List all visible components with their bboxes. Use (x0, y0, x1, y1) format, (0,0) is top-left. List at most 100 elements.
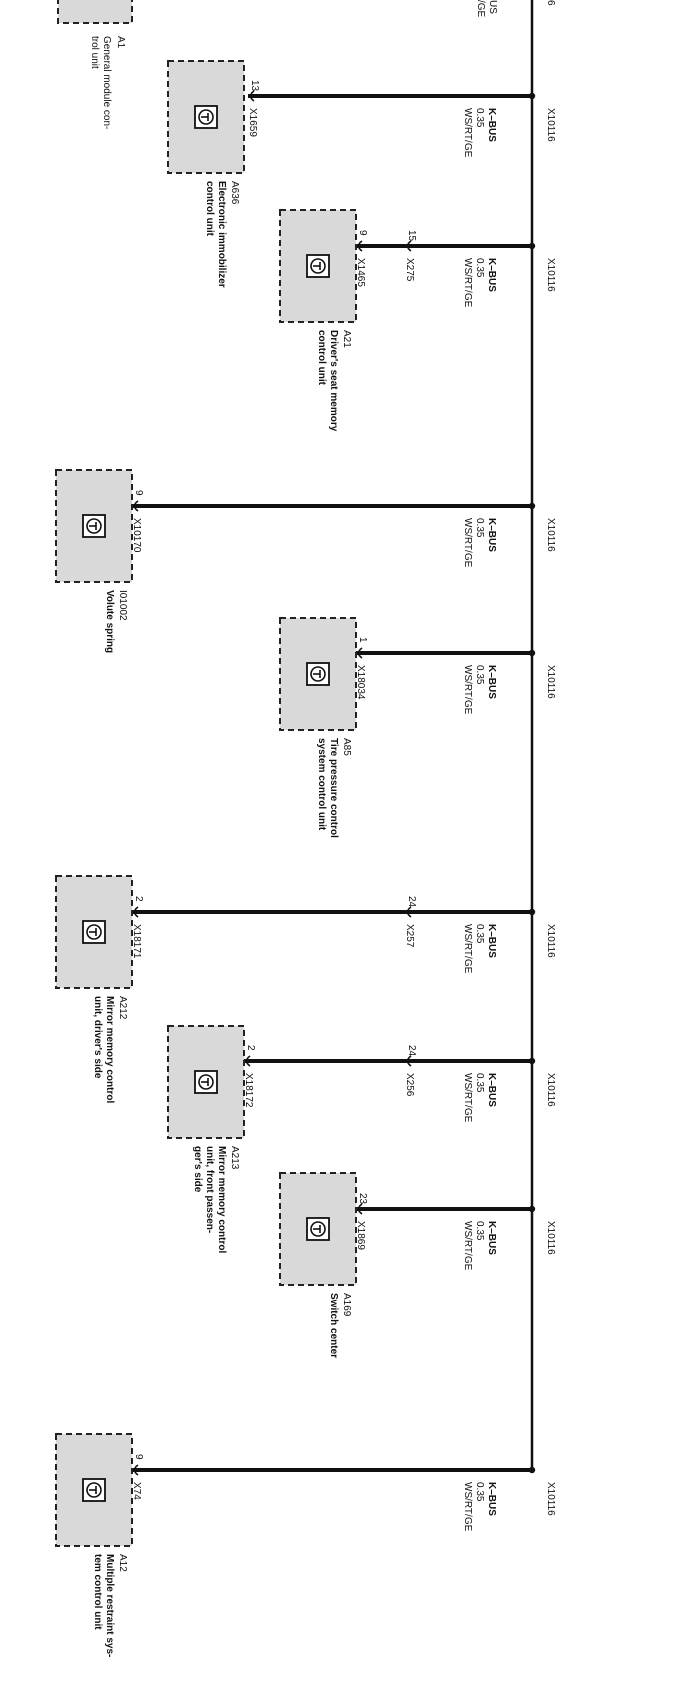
bus-row-3: X10116K–BUS0.35WS/RT/GE9X10170I01002Volu… (55, 469, 556, 653)
connector-main-label: X10116 (545, 1073, 556, 1107)
wire-color-label: WS/RT/GE (462, 1073, 473, 1123)
wire-gauge-label: 0.35 (474, 518, 485, 538)
bus-name-label: K–BUS (486, 1221, 497, 1255)
module-name-line: Volute spring (104, 590, 115, 653)
module-name-line: ger's side (192, 1146, 203, 1193)
module-pin-label: 9 (357, 230, 368, 236)
module-pin-label: 1 (357, 637, 368, 643)
bus-name-label: K–BUS (486, 108, 497, 142)
connector-main-label: X10116 (545, 665, 556, 699)
module-connector-label: X1869 (355, 1221, 366, 1250)
intermediate-connector-label: X275 (404, 258, 415, 282)
module-name-line: Multiple restraint sys- (104, 1554, 115, 1657)
module-name-line: Electronic immobilizer (216, 181, 227, 288)
connector-main-label: X10116 (545, 518, 556, 552)
module-name-line: system control unit (316, 738, 327, 831)
wire-gauge-label: 0.35 (474, 1073, 485, 1093)
connector-main-label: X10116 (545, 924, 556, 958)
module-splice (357, 1203, 363, 1215)
bus-name-label: K–BUS (486, 1073, 497, 1107)
ecu-icon-circle (86, 924, 102, 940)
rows-layer: X10116K–BUS0.35WS/RT/GE13X1659A636Electr… (55, 60, 556, 1657)
ecu-icon (306, 254, 330, 278)
connector-main-label: X10116 (545, 1482, 556, 1516)
intermediate-pin-label: 15 (406, 230, 417, 242)
module-connector-label: X1465 (355, 258, 366, 287)
connector-main-label: X10116 (545, 1221, 556, 1255)
intermediate-pin-label: 24 (406, 1045, 417, 1057)
ecu-icon-circle (310, 258, 326, 274)
ecu-icon-circle (86, 1482, 102, 1498)
bus-name-label: K–BUS (486, 924, 497, 958)
wire-color-label: WS/RT/GE (462, 924, 473, 974)
wire-gauge-label: 0.35 (474, 665, 485, 685)
intermediate-connector-label: X257 (404, 924, 415, 948)
module-name-line: tem control unit (92, 1554, 103, 1630)
wire-gauge-label: 0.35 (474, 924, 485, 944)
module-splice (249, 90, 255, 102)
top-module-id: A1 (115, 36, 126, 49)
ecu-icon (306, 662, 330, 686)
ecu-icon-circle (310, 1221, 326, 1237)
module-box-a1 (57, 0, 133, 24)
ecu-icon-circle (198, 1074, 214, 1090)
module-id-label: A169 (341, 1293, 352, 1317)
bus-row-7: X10116K–BUS0.35WS/RT/GE23X1869A169Switch… (279, 1172, 556, 1358)
wire-color-label: WS/RT/GE (462, 258, 473, 308)
bus-name-label: K–BUS (486, 1482, 497, 1516)
wire-color-label: WS/RT/GE (462, 518, 473, 568)
module-connector-label: X1659 (247, 108, 258, 137)
module-id-label: A21 (341, 330, 352, 348)
module-pin-label: 9 (133, 490, 144, 496)
module-pin-label: 9 (133, 1454, 144, 1460)
top-bus-line-1: US (487, 0, 498, 14)
module-name-line: unit, driver's side (92, 996, 103, 1079)
module-name-line: Mirror memory control (104, 996, 115, 1103)
ecu-icon (194, 1070, 218, 1094)
module-id-label: A212 (117, 996, 128, 1020)
module-id-label: I01002 (117, 590, 128, 621)
bus-name-label: K–BUS (486, 665, 497, 699)
bus-name-label: K–BUS (486, 258, 497, 292)
module-connector-label: X74 (131, 1482, 142, 1500)
wire-gauge-label: 0.35 (474, 1482, 485, 1502)
top-module-name-line-1: General module con- (101, 36, 112, 129)
wire-gauge-label: 0.35 (474, 258, 485, 278)
module-name-line: control unit (204, 181, 215, 237)
module-name-line: Mirror memory control (216, 1146, 227, 1253)
module-connector-label: X10170 (131, 518, 142, 553)
connector-main-label: X10116 (545, 108, 556, 142)
ecu-icon (194, 105, 218, 129)
module-pin-label: 13 (249, 80, 260, 92)
ecu-icon (82, 514, 106, 538)
wire-color-label: WS/RT/GE (462, 1221, 473, 1271)
module-splice (133, 500, 139, 512)
top-module-name-line-2: trol unit (89, 36, 100, 69)
module-name-line: Driver's seat memory (328, 330, 339, 432)
module-splice (357, 647, 363, 659)
ecu-icon-circle (310, 666, 326, 682)
bus-row-6: X10116K–BUS0.35WS/RT/GE24X2562X18172A213… (167, 1025, 556, 1253)
wire-color-label: WS/RT/GE (462, 1482, 473, 1532)
connector-main-label: X10116 (545, 258, 556, 292)
module-id-label: A85 (341, 738, 352, 756)
ecu-icon (306, 1217, 330, 1241)
wire-color-label: WS/RT/GE (462, 665, 473, 715)
top-partial: A1 General module con- trol unit US /GE … (57, 0, 556, 129)
module-id-label: A12 (117, 1554, 128, 1572)
module-splice (133, 906, 139, 918)
ecu-icon-circle (198, 109, 214, 125)
module-connector-label: X18034 (355, 665, 366, 700)
module-connector-label: X18171 (131, 924, 142, 959)
intermediate-splice (406, 1055, 412, 1067)
intermediate-connector-label: X256 (404, 1073, 415, 1097)
wire-gauge-label: 0.35 (474, 1221, 485, 1241)
module-splice (357, 240, 363, 252)
module-pin-label: 2 (245, 1045, 256, 1051)
module-name-line: unit, front passen- (204, 1146, 215, 1233)
module-connector-label: X18172 (243, 1073, 254, 1108)
